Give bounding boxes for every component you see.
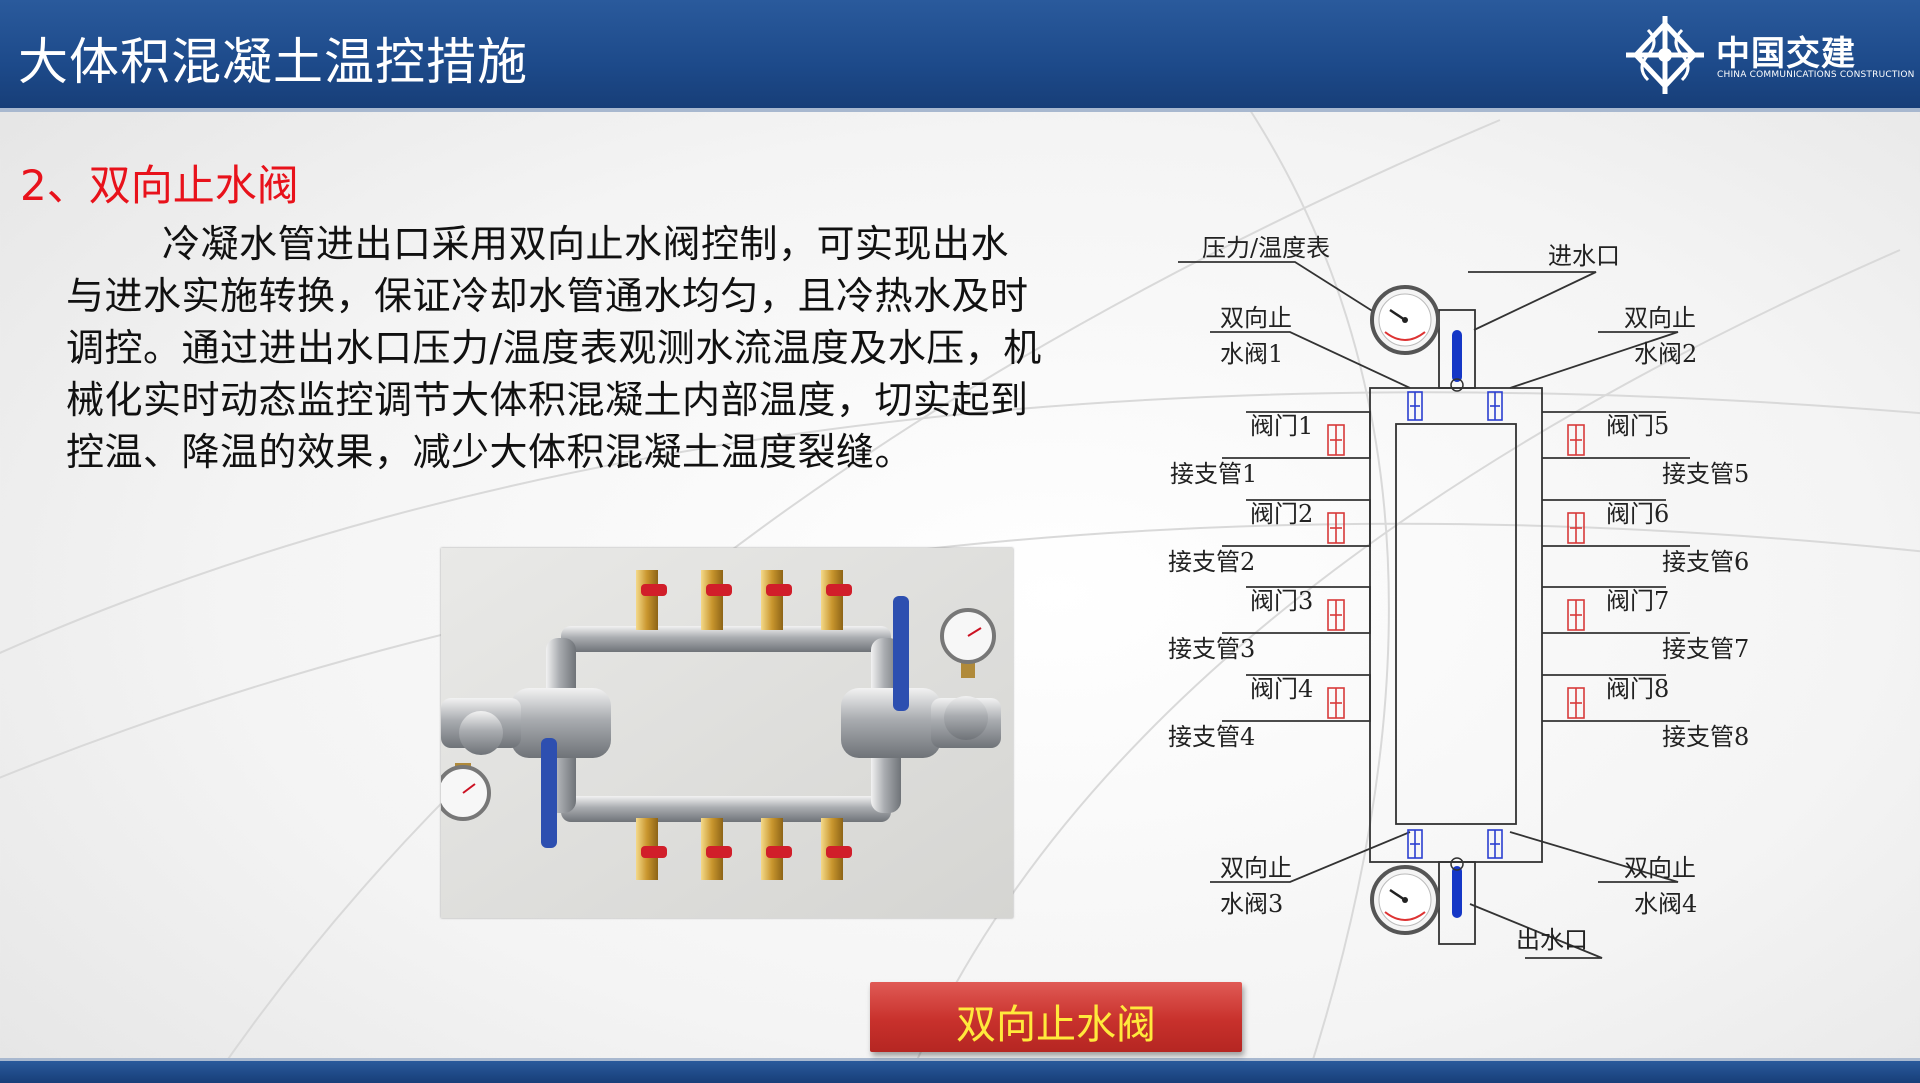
schematic-lines xyxy=(1178,261,1690,959)
label-gauge: 压力/温度表 xyxy=(1202,234,1331,262)
label-left-gate-2: 阀门2 xyxy=(1250,500,1314,528)
logo-name-cn: 中国交建 xyxy=(1716,34,1856,74)
pressure-gauge-bottom-icon xyxy=(1370,865,1440,935)
label-right-branch-7: 接支管7 xyxy=(1662,635,1750,663)
label-right-branch-8: 接支管8 xyxy=(1662,723,1750,751)
label-left-gate-1: 阀门1 xyxy=(1250,412,1314,440)
label-outlet: 出水口 xyxy=(1516,926,1588,954)
valve-schematic-diagram: 压力/温度表 进水口 双向止 水阀1 双向止 水阀2 阀门1 接支管1 阀门2 … xyxy=(1150,220,1770,980)
label-left-branch-1: 接支管1 xyxy=(1170,460,1258,488)
caption-text: 双向止水阀 xyxy=(956,1002,1156,1048)
label-inlet: 进水口 xyxy=(1548,242,1620,270)
label-left-gate-3: 阀门3 xyxy=(1250,587,1314,615)
section-heading: 2、双向止水阀 xyxy=(20,161,299,210)
label-right-gate-8: 阀门8 xyxy=(1606,675,1670,703)
label-valve2-a: 双向止 xyxy=(1624,304,1696,332)
label-right-gate-7: 阀门7 xyxy=(1606,587,1670,615)
label-right-gate-6: 阀门6 xyxy=(1606,500,1670,528)
pressure-gauge-top-icon xyxy=(1370,285,1440,355)
label-left-branch-2: 接支管2 xyxy=(1168,548,1256,576)
header-bar: 大体积混凝土温控措施 中国交建 CHINA COMMUNICATIONS CON… xyxy=(0,0,1920,112)
label-left-gate-4: 阀门4 xyxy=(1250,675,1314,703)
china-communications-construction-logo-icon xyxy=(1626,16,1704,94)
caption-box: 双向止水阀 xyxy=(870,982,1242,1052)
label-valve4-a: 双向止 xyxy=(1624,854,1696,882)
label-valve1-b: 水阀1 xyxy=(1220,340,1284,368)
label-left-branch-4: 接支管4 xyxy=(1168,723,1256,751)
label-right-branch-5: 接支管5 xyxy=(1662,460,1750,488)
body-paragraph: 冷凝水管进出口采用双向止水阀控制，可实现出水与进水实施转换，保证冷却水管通水均匀… xyxy=(66,222,1042,474)
label-valve1-a: 双向止 xyxy=(1220,304,1292,332)
label-valve2-b: 水阀2 xyxy=(1634,340,1698,368)
label-right-gate-5: 阀门5 xyxy=(1606,412,1670,440)
label-valve3-b: 水阀3 xyxy=(1220,890,1284,918)
company-logo: 中国交建 CHINA COMMUNICATIONS CONSTRUCTION xyxy=(1620,10,1914,100)
two-way-valve-manifold-photo xyxy=(441,548,1013,918)
page-title: 大体积混凝土温控措施 xyxy=(18,33,528,91)
label-valve3-a: 双向止 xyxy=(1220,854,1292,882)
label-left-branch-3: 接支管3 xyxy=(1168,635,1256,663)
label-valve4-b: 水阀4 xyxy=(1634,890,1698,918)
logo-name-en: CHINA COMMUNICATIONS CONSTRUCTION xyxy=(1717,70,1915,80)
footer-bar xyxy=(0,1058,1920,1083)
label-right-branch-6: 接支管6 xyxy=(1662,548,1750,576)
